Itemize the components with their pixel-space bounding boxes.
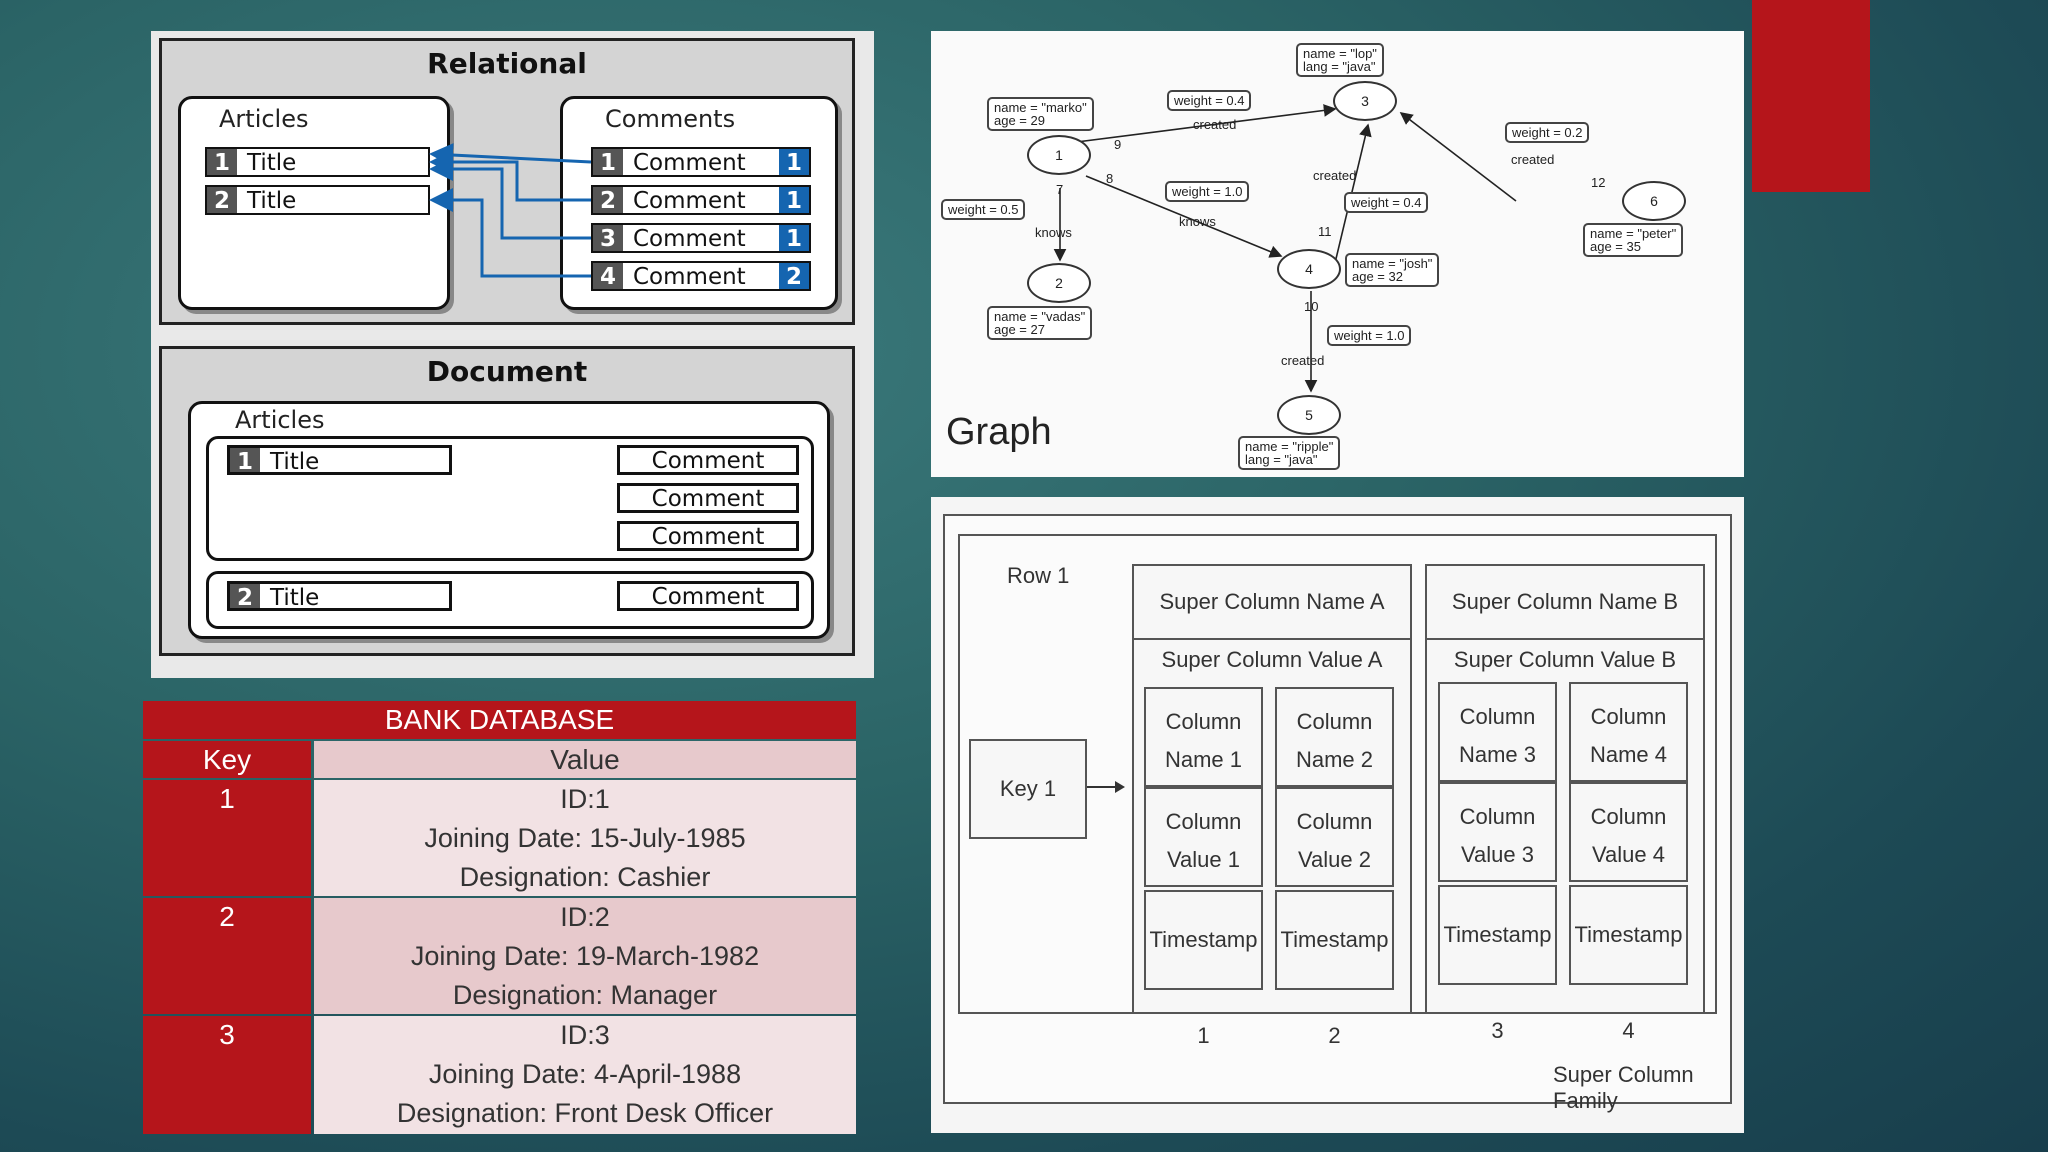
edge-weight: weight = 1.0: [1327, 325, 1412, 346]
timestamp-cell: Timestamp 4: [1569, 885, 1688, 1043]
super-column-family-diagram: Row 1 Key 1 Super Column Name A Super Co…: [931, 497, 1744, 1133]
graph-node-properties: name = "vadas" age = 27: [987, 306, 1093, 340]
decorative-accent-block: [1752, 0, 1870, 192]
column-name-cell: Column Name 3: [1438, 682, 1557, 782]
timestamp-cell: Timestamp 3: [1438, 885, 1557, 1043]
graph-node-properties: name = "josh" age = 32: [1345, 253, 1440, 287]
document-articles-label: Articles: [235, 406, 325, 434]
document-title: Document: [426, 355, 588, 388]
edge-weight: weight = 0.5: [941, 199, 1026, 220]
graph-node-properties: name = "marko" age = 29: [987, 97, 1094, 131]
document-comment: Comment: [617, 581, 799, 611]
document-comment: Comment: [617, 445, 799, 475]
super-column-value-a: Super Column Value A: [1161, 647, 1383, 672]
graph-node: 5: [1277, 395, 1341, 435]
foreign-key-arrows: [429, 143, 592, 278]
graph-node-properties: name = "lop" lang = "java": [1296, 43, 1384, 77]
articles-label: Articles: [219, 105, 309, 133]
row-key: Key 1: [969, 739, 1087, 839]
super-column-name-b: Super Column Name B: [1425, 564, 1705, 640]
graph-node: 1: [1027, 135, 1091, 175]
graph-node: 2: [1027, 263, 1091, 303]
edge-label: knows: [1179, 214, 1216, 229]
column-value-cell: Column Value 1: [1144, 787, 1263, 887]
edge-id: 9: [1114, 137, 1122, 152]
edge-weight: weight = 1.0: [1165, 181, 1250, 202]
super-column-value-b: Super Column Value B: [1453, 647, 1677, 672]
key-arrow: [1087, 781, 1125, 793]
edge-label: created: [1313, 168, 1357, 183]
edge-id: 10: [1304, 299, 1319, 314]
graph-node-properties: name = "peter" age = 35: [1583, 223, 1684, 257]
comments-label: Comments: [605, 105, 736, 133]
edge-id: 12: [1591, 175, 1606, 190]
edge-label: created: [1281, 353, 1325, 368]
timestamp-cell: Timestamp 1: [1144, 890, 1263, 1048]
column-value-cell: Column Value 4: [1569, 782, 1688, 882]
edge-label: created: [1193, 117, 1237, 132]
graph-caption: Graph: [946, 411, 1052, 453]
graph-diagram: 1 2 3 4 5 6 name = "marko" age = 29 name…: [931, 31, 1744, 477]
edge-label: knows: [1035, 225, 1072, 240]
edge-weight: weight = 0.4: [1167, 90, 1252, 111]
graph-node: 6: [1622, 181, 1686, 221]
document-comment: Comment: [617, 521, 799, 551]
edge-weight: weight = 0.4: [1344, 192, 1429, 213]
relational-title: Relational: [427, 47, 587, 80]
edge-id: 8: [1106, 171, 1114, 186]
edge-weight: weight = 0.2: [1505, 122, 1590, 143]
column-value-cell: Column Value 2: [1275, 787, 1394, 887]
document-comment: Comment: [617, 483, 799, 513]
bank-row-key: 1: [143, 780, 311, 896]
graph-node: 3: [1333, 81, 1397, 121]
column-value-cell: Column Value 3: [1438, 782, 1557, 882]
super-column-family-label: Super Column Family: [1553, 1062, 1694, 1113]
key-header: Key: [143, 741, 311, 778]
column-name-cell: Column Name 2: [1275, 687, 1394, 787]
timestamp-cell: Timestamp 2: [1275, 890, 1394, 1048]
edge-label: created: [1511, 152, 1555, 167]
edge-id: 11: [1318, 224, 1332, 239]
column-name-cell: Column Name 1: [1144, 687, 1263, 787]
row-label: Row 1: [1007, 563, 1070, 588]
graph-node-properties: name = "ripple" lang = "java": [1238, 436, 1341, 470]
bank-row-key: 3: [143, 1016, 311, 1134]
graph-edges: [1053, 104, 1517, 393]
bank-row-key: 2: [143, 898, 311, 1014]
super-column-name-a: Super Column Name A: [1132, 564, 1412, 640]
graph-node: 4: [1277, 249, 1341, 289]
column-name-cell: Column Name 4: [1569, 682, 1688, 782]
edge-id: 7: [1056, 182, 1064, 197]
value-header: Value: [314, 741, 856, 778]
bank-table-title: BANK DATABASE: [143, 701, 856, 739]
